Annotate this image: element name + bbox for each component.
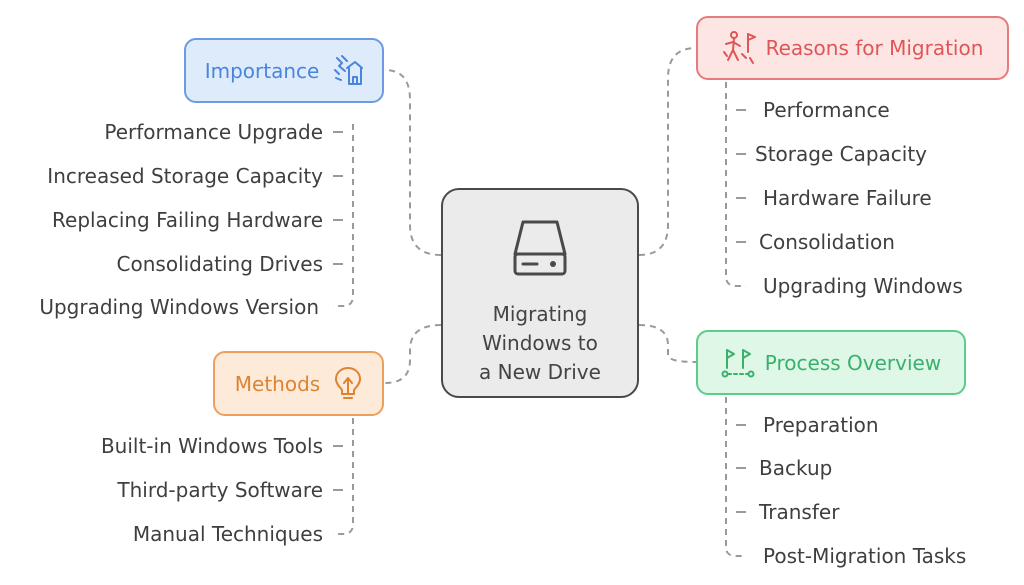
branch-methods: Methods [213,351,384,416]
importance-item: Performance Upgrade [104,120,323,144]
process-item: Transfer [759,500,840,524]
central-topic: Migrating Windows to a New Drive [441,188,639,398]
hard-drive-icon [513,220,567,276]
branch-importance-label: Importance [204,58,320,83]
importance-item: Replacing Failing Hardware [52,208,323,232]
importance-item: Upgrading Windows Version [39,295,319,319]
branch-methods-label: Methods [234,371,321,396]
importance-item: Consolidating Drives [116,252,323,276]
methods-item: Manual Techniques [132,522,323,546]
reasons-item: Upgrading Windows [763,274,963,298]
process-item: Post-Migration Tasks [763,544,967,568]
broken-house-icon [334,54,364,85]
branch-reasons: Reasons for Migration [696,16,1009,80]
reasons-item: Storage Capacity [755,142,928,166]
process-item: Preparation [763,413,879,437]
branch-reasons-label: Reasons for Migration [765,36,984,60]
climber-flag-icon [722,31,756,64]
reasons-item: Performance [763,98,890,122]
reasons-item: Hardware Failure [763,186,932,210]
branch-process-label: Process Overview [764,350,942,375]
importance-item: Increased Storage Capacity [47,164,323,188]
route-flags-icon [721,348,755,377]
methods-item: Third-party Software [117,478,323,502]
process-item: Backup [759,456,833,480]
branch-process: Process Overview [696,330,966,395]
central-topic-title: Migrating Windows to a New Drive [479,302,601,384]
methods-item: Built-in Windows Tools [100,434,323,458]
branch-importance: Importance [184,38,384,103]
reasons-item: Consolidation [759,230,895,254]
lightbulb-icon [335,366,362,399]
